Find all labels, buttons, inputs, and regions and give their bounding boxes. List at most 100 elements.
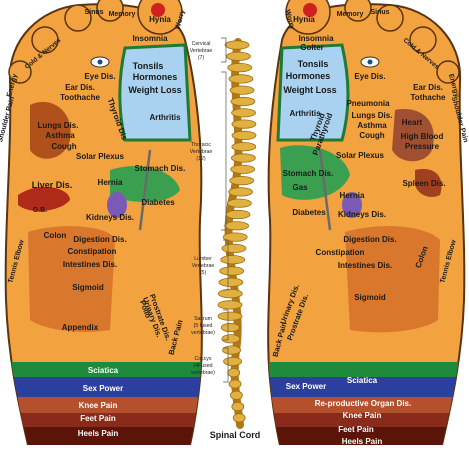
- left-foot-label: Intestines Dis.: [63, 260, 117, 269]
- left-feet-band: [5, 413, 202, 427]
- vertebra: [230, 164, 256, 174]
- vertebra: [227, 62, 253, 73]
- vertebra: [221, 243, 247, 253]
- right-foot-label: Feet Pain: [338, 425, 374, 434]
- left-foot: [4, 0, 203, 447]
- right-toe-point: [303, 3, 317, 17]
- right-foot-label: Pressure: [405, 142, 440, 151]
- left-foot-label: Appendix: [62, 323, 99, 332]
- right-sex-power-band: [268, 377, 465, 397]
- vertebra: [231, 119, 257, 129]
- right-foot-label: Goiter: [300, 43, 324, 52]
- left-foot-label: Liver Dis.: [32, 180, 73, 190]
- right-intestine-organ: [345, 226, 440, 333]
- right-feet-band: [268, 413, 465, 427]
- right-foot-label: Hynia: [293, 15, 315, 24]
- right-throat-zone: [276, 43, 350, 142]
- left-foot-label: Diabetes: [141, 198, 175, 207]
- right-foot-label: Diabetes: [292, 208, 326, 217]
- left-lung-organ: [30, 101, 71, 159]
- right-foot-label: Heart: [402, 118, 423, 127]
- spine: [217, 38, 257, 429]
- left-foot-label: Hernia: [98, 178, 123, 187]
- right-heels-band: [268, 427, 465, 445]
- vertebra: [229, 176, 255, 186]
- left-knee-band: [5, 397, 202, 413]
- vertebra: [228, 187, 254, 197]
- right-foot-label: Solar Plexus: [336, 151, 385, 160]
- left-foot-label: Hynia: [149, 15, 171, 24]
- right-foot-label: Sigmoid: [354, 293, 386, 302]
- vertebra: [227, 368, 241, 378]
- left-foot-label: Constipation: [68, 247, 117, 256]
- right-stomach-organ: [280, 145, 350, 200]
- left-foot-label: Ear Dis.: [65, 83, 95, 92]
- left-foot-label: Toothache: [60, 93, 100, 102]
- right-foot-label: Heels Pain: [342, 437, 383, 445]
- left-foot-label: Sigmoid: [72, 283, 104, 292]
- vertebra: [220, 255, 246, 265]
- right-foot-label: Tothache: [411, 93, 447, 102]
- vertebra: [219, 266, 245, 276]
- left-foot-label: Hormones: [133, 72, 178, 82]
- vertebra: [229, 85, 255, 95]
- left-ureter-line: [138, 149, 152, 231]
- right-foot-label: Gas: [292, 183, 308, 192]
- left-intestine-organ: [28, 226, 115, 332]
- right-foot-label: Spleen Dis.: [402, 179, 445, 188]
- right-foot: [267, 0, 466, 446]
- left-foot-label: Sex Power: [83, 384, 123, 393]
- right-foot-label: Arthritis: [289, 109, 321, 118]
- left-foot-label: Memory: [109, 11, 136, 18]
- vertebra: [228, 379, 242, 389]
- vertebra: [225, 209, 251, 220]
- right-foot-label: Intestines Dis.: [338, 261, 392, 270]
- left-throat-zone: [118, 43, 192, 142]
- right-foot-label: Hormones: [286, 71, 331, 81]
- right-foot-label: Worry: [283, 9, 295, 30]
- vertebra: [222, 345, 241, 355]
- right-knee-band: [268, 397, 465, 413]
- right-kidney-organ: [342, 192, 362, 218]
- vertebra: [231, 401, 245, 412]
- right-foot-label: Memory: [337, 11, 364, 18]
- left-foot-label: G.B.: [33, 207, 47, 214]
- right-heart-organ: [392, 109, 434, 162]
- vertebra: [218, 277, 244, 287]
- left-foot-label: Asthma: [45, 131, 75, 140]
- vertebra: [230, 390, 243, 400]
- left-foot-label: Feet Pain: [80, 414, 116, 423]
- vertebra: [232, 413, 246, 423]
- left-heels-band: [5, 427, 202, 445]
- right-foot-label: Sex Power: [286, 382, 326, 391]
- right-foot-label: Re-productive Organ Dis.: [315, 399, 411, 408]
- left-liver-organ: [18, 186, 70, 212]
- vertebra: [223, 356, 242, 366]
- vertebra: [231, 108, 256, 118]
- left-foot-label: Stomach Dis.: [135, 164, 186, 173]
- right-foot-label: Sinus: [370, 9, 389, 16]
- left-foot-label: Lungs Dis.: [38, 121, 79, 130]
- right-foot-label: Kidneys Dis.: [338, 210, 386, 219]
- right-foot-label: Insomnia: [298, 34, 334, 43]
- vertebra: [224, 221, 249, 231]
- vertebra: [224, 40, 250, 50]
- right-foot-label: Eye Dis.: [354, 72, 385, 81]
- left-foot-label: Sinus: [84, 9, 103, 16]
- vertebra: [231, 142, 257, 152]
- right-foot-label: Ear Dis.: [413, 83, 443, 92]
- left-foot-label: Eye Dis.: [84, 72, 115, 81]
- vertebra: [230, 96, 256, 107]
- right-foot-label: Tonsils: [298, 59, 329, 69]
- left-foot-label: Knee Pain: [79, 401, 118, 410]
- right-ureter-line: [318, 149, 332, 231]
- right-foot-label: Lungs Dis.: [352, 111, 393, 120]
